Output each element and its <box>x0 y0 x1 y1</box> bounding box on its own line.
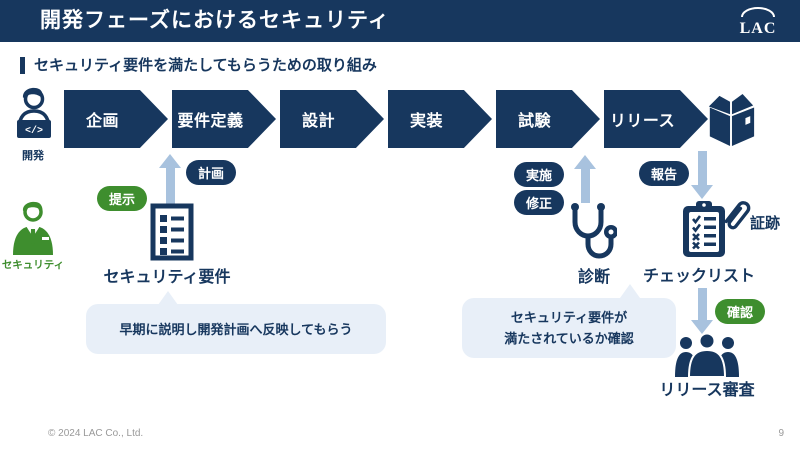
phase-chevron-requirements: 要件定義 <box>172 90 276 148</box>
security-person-label: セキュリティ <box>1 259 65 271</box>
developer-label: 開発 <box>22 150 44 162</box>
badge-kakunin: 確認 <box>715 299 766 324</box>
developer-icon: </> <box>8 87 58 150</box>
arrow-up-to-requirements-icon <box>159 154 181 204</box>
checklist-clipboard-icon <box>681 199 727 264</box>
page-title: 開発フェーズにおけるセキュリティ <box>40 9 390 32</box>
diagnosis-label: 診断 <box>577 269 610 286</box>
phase-chevron-implement: 実装 <box>388 90 492 148</box>
lac-logo: LAC <box>734 5 782 42</box>
left-callout-text: 早期に説明し開発計画へ反映してもらう <box>119 321 353 337</box>
right-callout-line1: セキュリティ要件が <box>510 310 628 325</box>
phase-chevron-release: リリース <box>604 90 708 148</box>
stethoscope-icon <box>565 202 618 269</box>
phase-chevron-design: 設計 <box>280 90 384 148</box>
security-requirements-doc-icon <box>150 203 194 266</box>
badge-teiji: 提示 <box>97 186 148 211</box>
right-callout: セキュリティ要件が 満たされているか確認 <box>462 298 676 358</box>
laptop-code-text: </> <box>25 125 43 137</box>
subtitle-accent-bar <box>20 57 25 74</box>
right-callout-line2: 満たされているか確認 <box>504 331 634 346</box>
badge-keikaku: 計画 <box>186 160 237 185</box>
phase-chevron-test: 試験 <box>496 90 600 148</box>
package-box-icon <box>705 91 757 154</box>
evidence-label: 証跡 <box>749 215 780 232</box>
badge-hokoku: 報告 <box>639 161 690 186</box>
right-callout-tail <box>620 284 640 298</box>
arrow-down-to-checklist-icon <box>691 151 713 199</box>
badge-jisshi: 実施 <box>514 162 565 187</box>
review-people-icon <box>675 332 739 382</box>
checklist-label: チェックリスト <box>642 268 755 285</box>
badge-shusei: 修正 <box>514 190 565 215</box>
left-callout: 早期に説明し開発計画へ反映してもらう <box>86 304 386 354</box>
phase-chevron-planning: 企画 <box>64 90 168 148</box>
header-bar: 開発フェーズにおけるセキュリティ LAC <box>0 0 800 42</box>
security-requirements-label: セキュリティ要件 <box>103 269 231 286</box>
left-callout-tail <box>158 291 178 305</box>
lac-logo-icon: LAC <box>740 7 777 37</box>
lac-logo-text: LAC <box>740 20 777 37</box>
arrow-up-to-test-icon <box>574 155 596 203</box>
page-number: 9 <box>778 428 784 439</box>
release-review-label: リリース審査 <box>659 382 755 399</box>
subtitle: セキュリティ要件を満たしてもらうための取り組み <box>34 57 377 74</box>
footer-copyright: © 2024 LAC Co., Ltd. <box>48 428 144 439</box>
arrow-down-to-review-icon <box>691 288 713 334</box>
paperclip-icon <box>713 193 760 243</box>
security-person-icon <box>10 201 56 260</box>
